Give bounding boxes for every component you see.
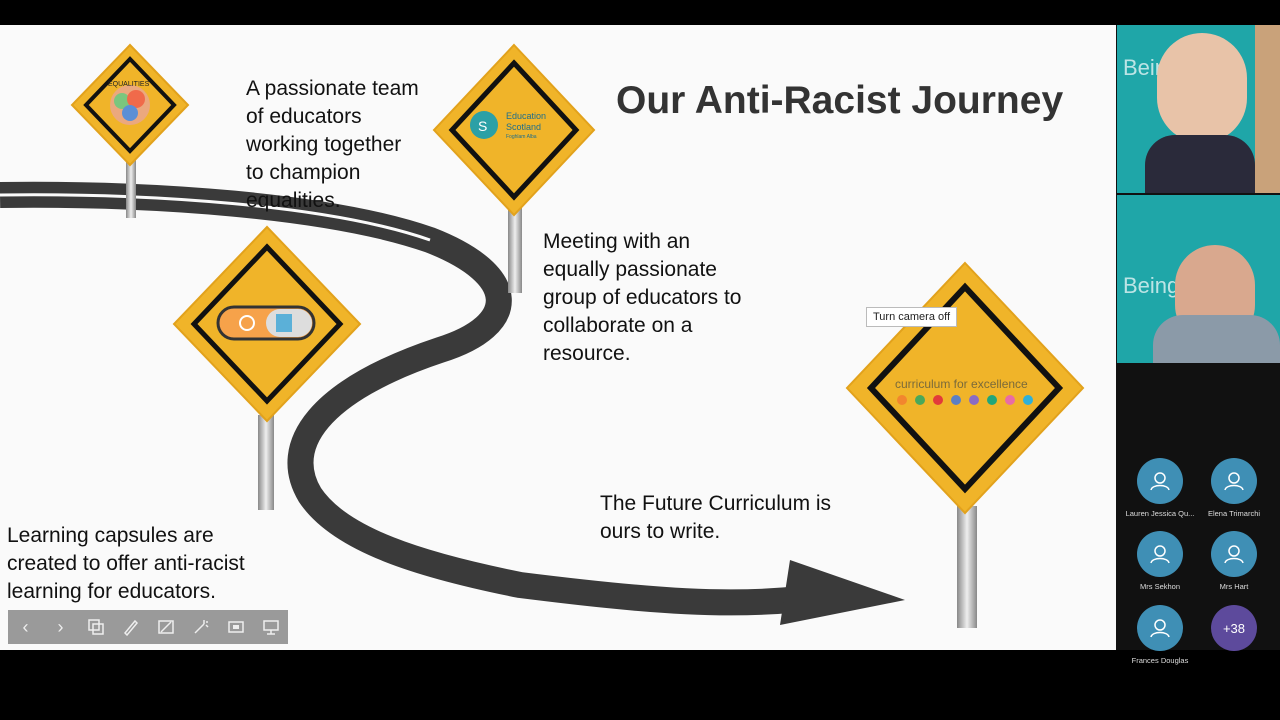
laser-button[interactable] bbox=[183, 610, 218, 644]
user-icon bbox=[1137, 531, 1183, 577]
video-tile-1[interactable]: Being bbox=[1117, 25, 1280, 193]
participant-3[interactable]: Mrs Hart bbox=[1198, 531, 1270, 591]
video-caption-2: Being bbox=[1123, 273, 1179, 299]
presentation-slide: EQUALITIES S Education Scotland Foghlam … bbox=[0, 25, 1116, 650]
laser-icon bbox=[192, 618, 210, 636]
equalities-sign: EQUALITIES bbox=[70, 43, 190, 228]
video-tile-2[interactable]: Being bbox=[1117, 195, 1280, 363]
user-icon bbox=[1211, 531, 1257, 577]
presenter-icon bbox=[262, 618, 280, 636]
text-capsules: Learning capsules are created to offer a… bbox=[7, 522, 245, 606]
copy-button[interactable] bbox=[78, 610, 113, 644]
participant-1[interactable]: Elena Trimarchi bbox=[1198, 458, 1270, 518]
pen-button[interactable] bbox=[113, 610, 148, 644]
chevron-right-icon: › bbox=[58, 617, 64, 638]
es-line3: Foghlam Alba bbox=[506, 134, 537, 140]
es-line2: Scotland bbox=[506, 122, 541, 132]
turn-camera-off-tooltip: Turn camera off bbox=[866, 307, 957, 327]
more-participants[interactable]: +38 bbox=[1198, 605, 1270, 651]
es-line1: Education bbox=[506, 111, 546, 121]
equalities-label: EQUALITIES bbox=[108, 81, 149, 88]
svg-text:S: S bbox=[478, 118, 487, 134]
highlighter-button[interactable] bbox=[148, 610, 183, 644]
more-participants-count[interactable]: +38 bbox=[1211, 605, 1257, 651]
participant-name: Mrs Sekhon bbox=[1124, 582, 1196, 591]
capsule-sign bbox=[172, 225, 362, 515]
chevron-left-icon: ‹ bbox=[23, 617, 29, 638]
user-icon bbox=[1211, 458, 1257, 504]
user-icon bbox=[1137, 605, 1183, 651]
highlighter-icon bbox=[157, 618, 175, 636]
slide-toolbar: ‹ › bbox=[8, 610, 288, 644]
presenter-view-button[interactable] bbox=[253, 610, 288, 644]
participant-0[interactable]: Lauren Jessica Qu... bbox=[1124, 458, 1196, 518]
participants-panel: Being Being Lauren Jessica Qu... Elena T… bbox=[1116, 25, 1280, 650]
participant-4[interactable]: Frances Douglas bbox=[1124, 605, 1196, 665]
pen-icon bbox=[122, 618, 140, 636]
text-team: A passionate team of educators working t… bbox=[246, 75, 419, 215]
copy-icon bbox=[87, 618, 105, 636]
cfe-label: curriculum for excellence bbox=[895, 377, 1028, 391]
participant-name: Lauren Jessica Qu... bbox=[1124, 509, 1196, 518]
slide-title: Our Anti-Racist Journey bbox=[616, 79, 1063, 123]
participant-name: Mrs Hart bbox=[1198, 582, 1270, 591]
next-slide-button[interactable]: › bbox=[43, 610, 78, 644]
prev-slide-button[interactable]: ‹ bbox=[8, 610, 43, 644]
participant-2[interactable]: Mrs Sekhon bbox=[1124, 531, 1196, 591]
user-icon bbox=[1137, 458, 1183, 504]
text-meeting: Meeting with an equally passionate group… bbox=[543, 228, 741, 368]
participant-name: Elena Trimarchi bbox=[1198, 509, 1270, 518]
text-future: The Future Curriculum is ours to write. bbox=[600, 490, 831, 546]
screen-button[interactable] bbox=[218, 610, 253, 644]
screen-icon bbox=[227, 618, 245, 636]
participant-name: Frances Douglas bbox=[1124, 656, 1196, 665]
